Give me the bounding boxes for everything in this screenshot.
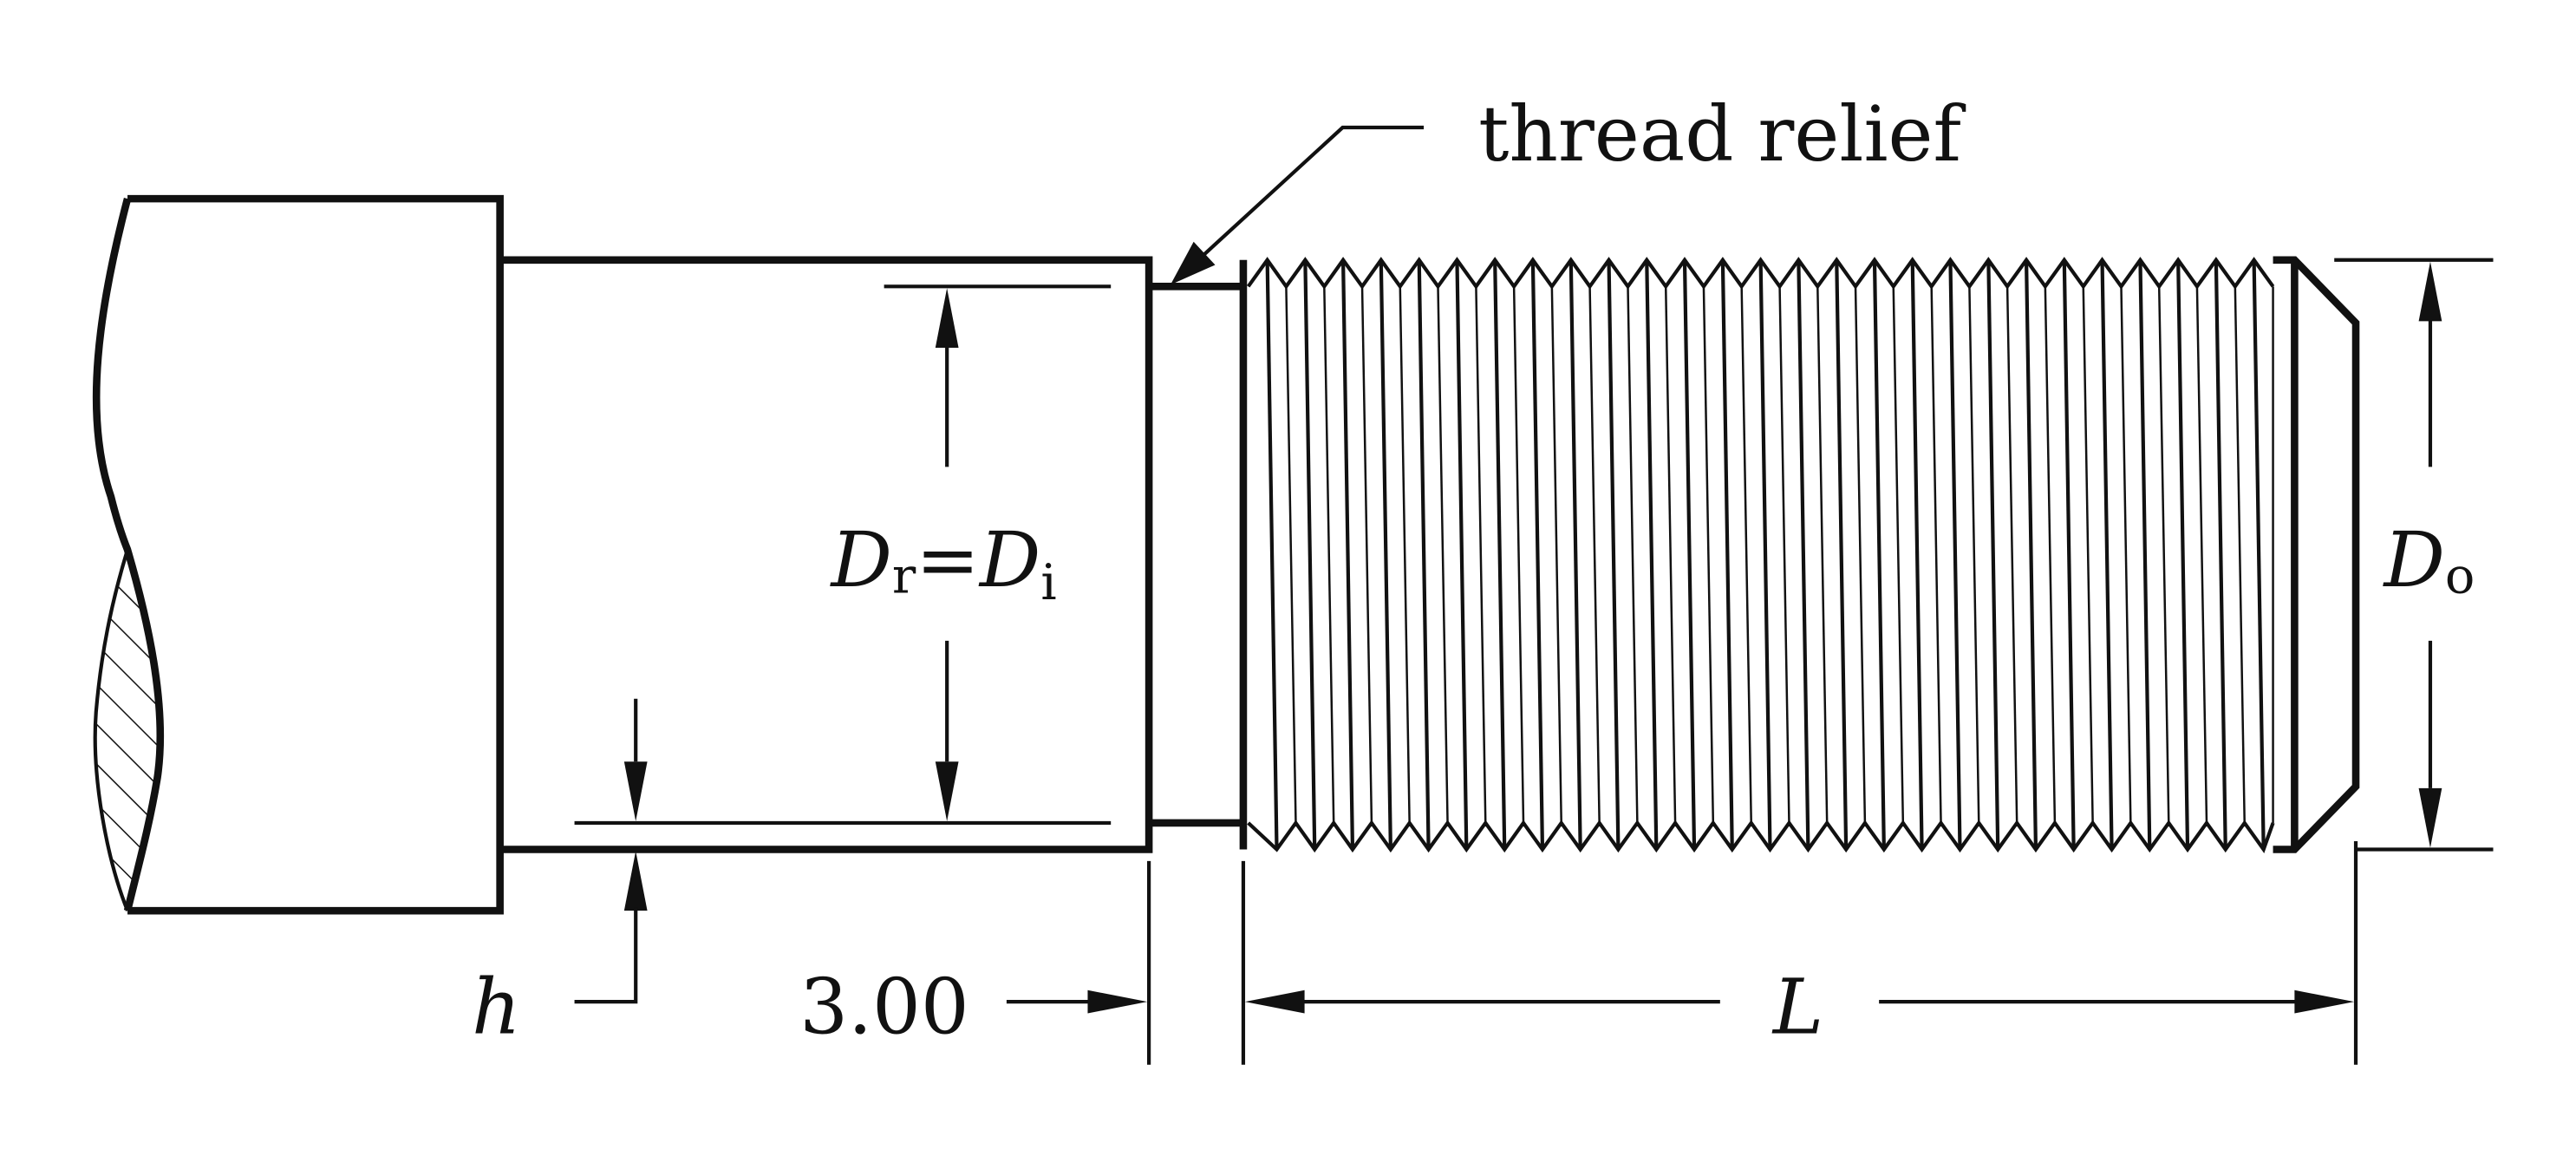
section-hatch <box>95 549 160 911</box>
thread-crest <box>2176 259 2190 850</box>
thread-root <box>2195 286 2208 823</box>
dr-di-dimension <box>574 284 1112 826</box>
thread-root <box>1854 286 1867 823</box>
thread-root <box>2157 286 2170 823</box>
thread-root <box>1816 286 1829 823</box>
thread-crest <box>2138 259 2152 850</box>
thread-root <box>1778 286 1790 823</box>
thread-crest-line <box>1247 820 2275 853</box>
h-label: h <box>472 962 521 1051</box>
thread-root <box>2044 286 2057 823</box>
thread-crest <box>1910 259 1924 850</box>
thread-crest <box>1568 259 1582 850</box>
thread-crest <box>1797 259 1810 850</box>
thread-crest <box>1948 259 1962 850</box>
thread-root <box>1702 286 1715 823</box>
thread-relief-label: thread relief <box>1478 89 1966 179</box>
thread-relief-groove <box>1149 259 1248 850</box>
thread-crest <box>2062 259 2076 850</box>
thread-crest <box>1493 259 1507 850</box>
thread-crest <box>1340 259 1355 850</box>
thread-root <box>1399 286 1411 823</box>
relief-width-label: 3.00 <box>799 962 969 1051</box>
thread-root <box>1664 286 1677 823</box>
thread-root <box>1892 286 1905 823</box>
thread-crest <box>1607 259 1621 850</box>
h-dimension <box>574 698 648 1004</box>
thread-root <box>1627 286 1639 823</box>
thread-root <box>1323 286 1335 823</box>
thread-crest <box>1530 259 1545 850</box>
thread-crest <box>1265 259 1279 850</box>
thread-crest <box>1872 259 1886 850</box>
thread-root <box>2082 286 2094 823</box>
thread-crest <box>1682 259 1697 850</box>
thread-crest <box>1645 259 1659 850</box>
thread-crest <box>1455 259 1469 850</box>
thread-root <box>1968 286 1980 823</box>
thread-root <box>1285 286 1297 823</box>
thread-crest <box>1835 259 1849 850</box>
thread-crest <box>2024 259 2038 850</box>
thread-crest <box>1303 259 1317 850</box>
thread-root <box>1437 286 1449 823</box>
thread-crest <box>1417 259 1431 850</box>
shank <box>499 256 1153 853</box>
thread-length-dimension <box>1241 840 2358 1065</box>
thread-root <box>1930 286 1942 823</box>
do-dimension <box>2334 258 2494 852</box>
thread-crest <box>1379 259 1392 850</box>
thread-relief-leader <box>1170 125 1425 285</box>
thread-root <box>1512 286 1525 823</box>
thread-root <box>2005 286 2018 823</box>
do-label: Do <box>2382 515 2475 605</box>
thread-crest <box>2100 259 2114 850</box>
thread-root <box>1740 286 1752 823</box>
thread-length-label: L <box>1771 962 1823 1051</box>
thread-root <box>1550 286 1562 823</box>
thread-root <box>1475 286 1487 823</box>
thread-crest <box>2214 259 2227 850</box>
thread-crest <box>1720 259 1734 850</box>
thread-crest <box>1758 259 1772 850</box>
thread-root <box>2234 286 2246 823</box>
relief-width-dimension <box>1006 860 1151 1065</box>
dr-di-label: Dr=Di <box>830 515 1057 611</box>
thread-crest <box>2252 259 2266 850</box>
thread-profile <box>1246 257 2275 853</box>
thread-crest <box>1986 259 2000 850</box>
thread-root <box>1360 286 1373 823</box>
chamfered-end <box>2273 256 2360 853</box>
thread-root <box>1588 286 1601 823</box>
shoulder-body <box>92 194 504 915</box>
thread-root <box>2120 286 2132 823</box>
